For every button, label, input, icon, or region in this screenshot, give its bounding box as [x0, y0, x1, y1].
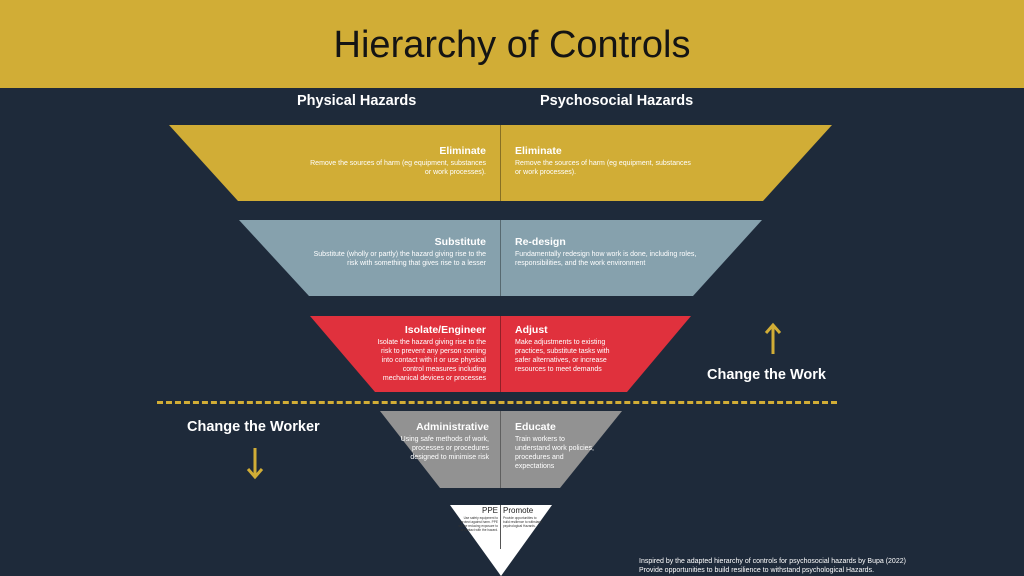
- tier-substitute-divider: [500, 220, 501, 296]
- promote-psychosocial-title: Promote: [503, 506, 534, 515]
- psychosocial-hazards-heading: Psychosocial Hazards: [540, 93, 694, 109]
- redesign-psychosocial-cell: Re-design Fundamentally redesign how wor…: [515, 236, 700, 268]
- ppe-physical-text: Use safety equipment to protect against …: [458, 516, 498, 532]
- redesign-psychosocial-text: Fundamentally redesign how work is done,…: [515, 251, 697, 267]
- isolate-physical-text: Isolate the hazard giving rise to the ri…: [377, 339, 486, 382]
- educate-psychosocial-title: Educate: [515, 421, 556, 433]
- adjust-psychosocial-text: Make adjustments to existing practices, …: [515, 339, 610, 373]
- educate-psychosocial-cell: Educate Train workers to understand work…: [515, 421, 595, 471]
- title-banner: Hierarchy of Controls: [0, 0, 1024, 88]
- promote-psychosocial-cell: Promote Provide opportunities to build r…: [503, 506, 543, 528]
- physical-hazards-heading: Physical Hazards: [297, 93, 417, 109]
- change-the-worker-label: Change the Worker: [187, 419, 320, 435]
- adjust-psychosocial-cell: Adjust Make adjustments to existing prac…: [515, 324, 620, 374]
- footnote-line-1: Inspired by the adapted hierarchy of con…: [639, 558, 906, 565]
- administrative-physical-cell: Administrative Using safe methods of wor…: [399, 421, 489, 462]
- eliminate-physical-cell: Eliminate Remove the sources of harm (eg…: [306, 145, 486, 177]
- substitute-physical-title: Substitute: [434, 236, 486, 248]
- change-the-work-label: Change the Work: [707, 367, 826, 383]
- eliminate-psychosocial-text: Remove the sources of harm (eg equipment…: [515, 160, 691, 176]
- page-title: Hierarchy of Controls: [333, 23, 691, 66]
- source-footnote: Inspired by the adapted hierarchy of con…: [639, 557, 906, 575]
- footnote-line-2: Provide opportunities to build resilienc…: [639, 567, 875, 574]
- eliminate-physical-title: Eliminate: [439, 145, 486, 157]
- substitute-physical-cell: Substitute Substitute (wholly or partly)…: [306, 236, 486, 268]
- ppe-physical-cell: PPE Use safety equipment to protect agai…: [458, 506, 498, 532]
- administrative-physical-title: Administrative: [416, 421, 489, 433]
- tier-eliminate-divider: [500, 125, 501, 201]
- eliminate-psychosocial-cell: Eliminate Remove the sources of harm (eg…: [515, 145, 695, 177]
- isolate-physical-cell: Isolate/Engineer Isolate the hazard givi…: [371, 324, 486, 383]
- substitute-physical-text: Substitute (wholly or partly) the hazard…: [313, 251, 486, 267]
- eliminate-psychosocial-title: Eliminate: [515, 145, 562, 157]
- educate-psychosocial-text: Train workers to understand work policie…: [515, 436, 594, 470]
- administrative-physical-text: Using safe methods of work, processes or…: [400, 436, 489, 461]
- redesign-psychosocial-title: Re-design: [515, 236, 566, 248]
- adjust-psychosocial-title: Adjust: [515, 324, 548, 336]
- promote-psychosocial-text: Provide opportunities to build resilienc…: [503, 516, 542, 528]
- isolate-physical-title: Isolate/Engineer: [404, 324, 486, 336]
- arrow-up-icon: [764, 322, 782, 354]
- arrow-down-icon: [246, 448, 264, 480]
- tier-isolate-divider: [500, 316, 501, 392]
- tier-ppe-divider: [500, 505, 501, 549]
- tier-administrative-divider: [500, 411, 501, 488]
- ppe-physical-title: PPE: [481, 506, 498, 515]
- work-worker-separator: [157, 401, 837, 404]
- eliminate-physical-text: Remove the sources of harm (eg equipment…: [310, 160, 486, 176]
